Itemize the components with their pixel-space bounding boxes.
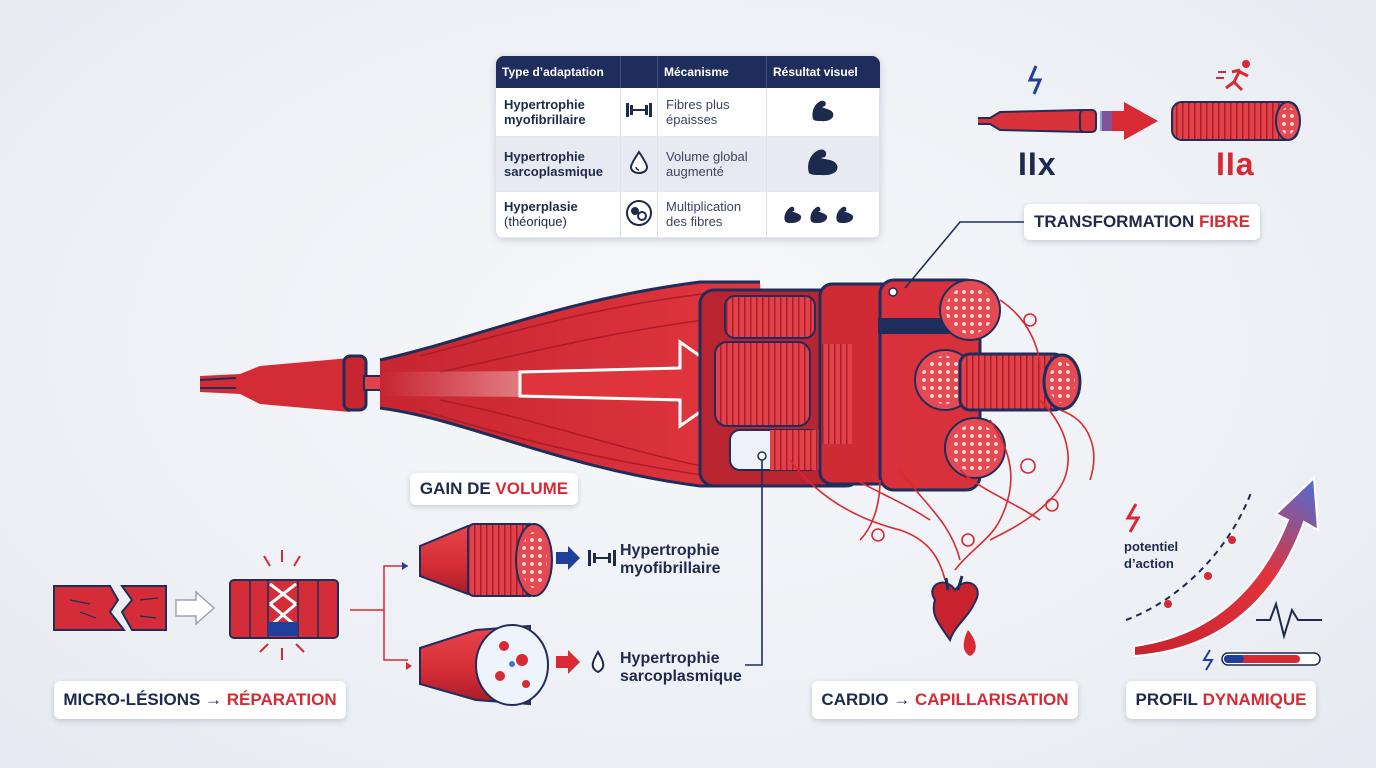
row-type: Hypertrophie myofibrillaire [496,88,621,137]
row-mechanism: Fibres plus épaisses [657,88,767,137]
action-potential-line1: potentiel [1124,539,1179,554]
dumbbell-icon [588,550,616,566]
dynamic-profile-label-part2: DYNAMIQUE [1202,690,1307,709]
fiber-type-from: IIx [1018,146,1057,182]
triple-flexed-arm-icon [766,191,880,238]
adaptation-table: Type d’adaptation Mécanisme Résultat vis… [496,56,880,238]
row-type-main: Hyperplasie [504,199,578,215]
fiber-transformation-label-part2: FIBRE [1198,212,1250,231]
volume-gain-label-part2: VOLUME [495,479,569,498]
header-result: Résultat visuel [766,56,880,88]
fiber-transformation-label-part1: TRANSFORMATION [1034,212,1195,231]
header-icon [620,56,658,88]
fiber-transformation-label: TRANSFORMATION FIBRE [1024,204,1260,240]
cardio-label-part2: CAPILLARISATION [914,690,1069,709]
volume-gain-label: GAIN DE VOLUME [410,473,578,505]
volume-gain-illustration [350,522,616,706]
fiber-transformation-illustration [978,60,1301,141]
dynamic-profile-label-part1: PROFIL [1135,690,1198,709]
table-row: Hypertrophie myofibrillaire Fibres plus … [496,88,880,137]
table-header-row: Type d’adaptation Mécanisme Résultat vis… [496,56,880,88]
sarcoplasmic-branch-label: Hypertrophie sarcoplasmique [620,650,742,685]
cardio-label-part1: CARDIO → [821,690,911,709]
header-mechanism: Mécanisme [657,56,767,88]
action-potential-label: potentiel d’action [1124,538,1178,572]
adaptation-table-card: Type d’adaptation Mécanisme Résultat vis… [496,56,880,238]
volume-gain-label-part1: GAIN DE [419,479,491,498]
micro-lesions-label: MICRO-LÉSIONS → RÉPARATION [54,681,346,719]
droplet-icon [620,136,658,192]
row-type: Hypertrophie sarcoplasmique [496,136,621,192]
header-type: Type d’adaptation [496,56,621,88]
leader-lines [745,221,1024,666]
myofibrillar-branch-label: Hypertrophie myofibrillaire [620,542,721,577]
row-mechanism: Volume global augmenté [657,136,767,192]
flexed-arm-icon [766,88,880,137]
micro-lesion-illustration [53,550,339,660]
action-potential-line2: d’action [1124,556,1174,571]
fiber-type-to: IIa [1216,146,1255,182]
dynamic-profile-illustration [1125,475,1322,671]
cells-icon [620,191,658,238]
row-type: Hyperplasie (théorique) [496,191,621,238]
row-type-sub: (théorique) [504,214,567,230]
heart-icon [931,575,979,656]
dynamic-profile-label: PROFIL DYNAMIQUE [1126,681,1316,719]
table-row: Hypertrophie sarcoplasmique Volume globa… [496,136,880,192]
micro-lesions-label-part2: RÉPARATION [226,690,337,709]
table-row: Hyperplasie (théorique) Multiplication d… [496,191,880,238]
capillary-network [789,299,1095,581]
droplet-icon [591,650,605,674]
main-muscle-illustration [199,278,1082,492]
micro-lesions-label-part1: MICRO-LÉSIONS → [63,690,223,709]
cardio-label: CARDIO → CAPILLARISATION [812,681,1078,719]
large-flexed-arm-icon [766,136,880,192]
dumbbell-icon [620,88,658,137]
row-mechanism: Multiplication des fibres [657,191,767,238]
